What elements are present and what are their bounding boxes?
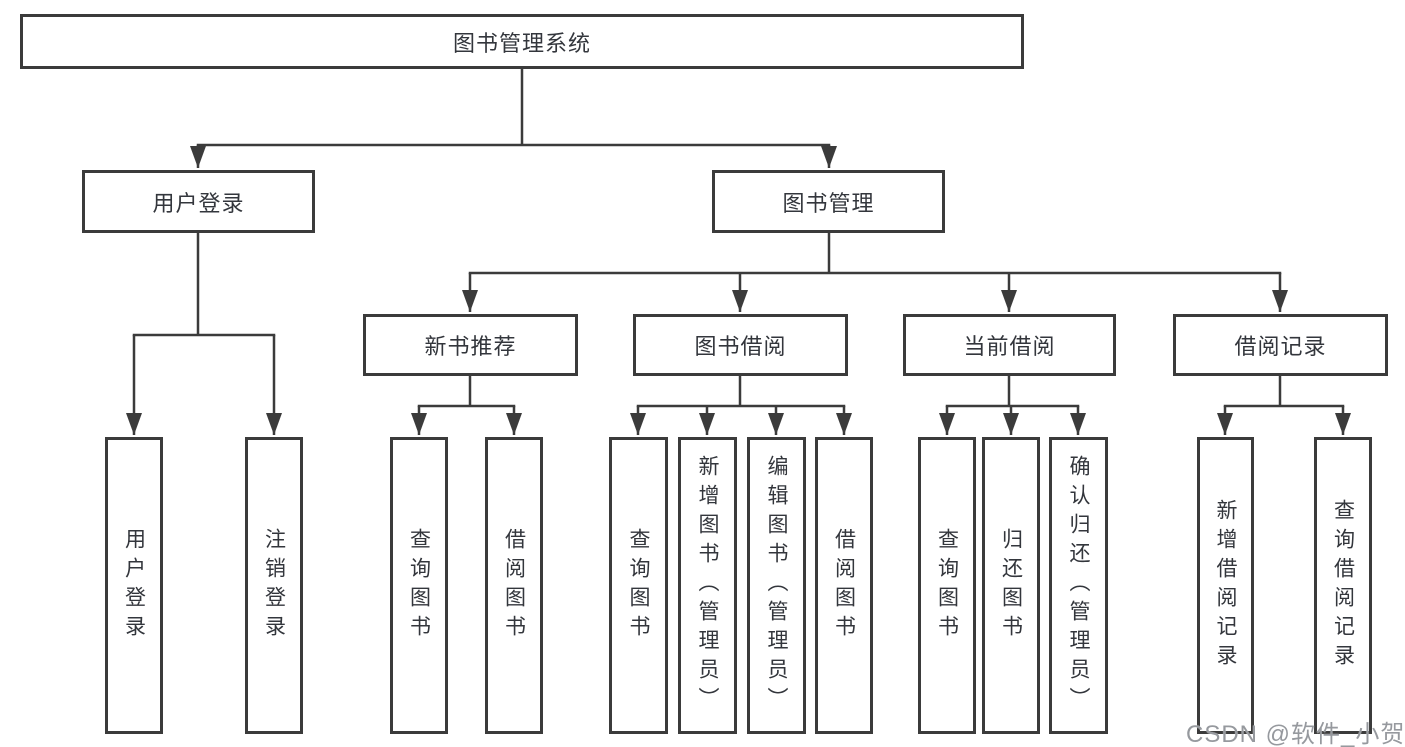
node-borrow-records: 借阅记录 <box>1173 314 1388 376</box>
leaf-user-login: 用户登录 <box>105 437 163 734</box>
leaf-recommend-borrow-books: 借阅图书 <box>485 437 543 734</box>
leaf-current-return-books-label: 归还图书 <box>999 527 1023 644</box>
leaf-records-add-borrow-record: 新增借阅记录 <box>1197 437 1254 734</box>
leaf-borrowing-add-books-admin-label: 新增图书（管理员） <box>696 455 719 716</box>
leaf-records-query-borrow-record-label: 查询借阅记录 <box>1331 498 1355 673</box>
leaf-current-return-books: 归还图书 <box>982 437 1040 734</box>
leaf-borrowing-query-books: 查询图书 <box>609 437 668 734</box>
leaf-borrowing-query-books-label: 查询图书 <box>627 527 650 644</box>
leaf-records-add-borrow-record-label: 新增借阅记录 <box>1214 498 1237 673</box>
leaf-current-confirm-return-admin: 确认归还（管理员） <box>1049 437 1108 734</box>
node-current-borrowing: 当前借阅 <box>903 314 1116 376</box>
leaf-borrowing-borrow-books-label: 借阅图书 <box>832 527 856 644</box>
node-new-book-recommend: 新书推荐 <box>363 314 578 376</box>
leaf-recommend-query-books: 查询图书 <box>390 437 448 734</box>
leaf-borrowing-edit-books-admin-label: 编辑图书（管理员） <box>765 455 788 716</box>
leaf-logout: 注销登录 <box>245 437 303 734</box>
leaf-current-query-books: 查询图书 <box>918 437 976 734</box>
leaf-recommend-query-books-label: 查询图书 <box>407 527 431 644</box>
node-library-management-system: 图书管理系统 <box>20 14 1024 69</box>
leaf-borrowing-edit-books-admin: 编辑图书（管理员） <box>747 437 806 734</box>
node-book-borrowing: 图书借阅 <box>633 314 848 376</box>
leaf-borrowing-borrow-books: 借阅图书 <box>815 437 873 734</box>
leaf-borrowing-add-books-admin: 新增图书（管理员） <box>678 437 737 734</box>
csdn-watermark: CSDN @软件_小贺同学 <box>1186 721 1405 747</box>
leaf-user-login-label: 用户登录 <box>122 527 146 644</box>
leaf-records-query-borrow-record: 查询借阅记录 <box>1314 437 1372 734</box>
node-book-management: 图书管理 <box>712 170 945 233</box>
leaf-recommend-borrow-books-label: 借阅图书 <box>502 527 526 644</box>
leaf-current-confirm-return-admin-label: 确认归还（管理员） <box>1067 455 1090 716</box>
leaf-logout-label: 注销登录 <box>262 527 286 644</box>
leaf-current-query-books-label: 查询图书 <box>935 527 959 644</box>
node-user-login: 用户登录 <box>82 170 315 233</box>
